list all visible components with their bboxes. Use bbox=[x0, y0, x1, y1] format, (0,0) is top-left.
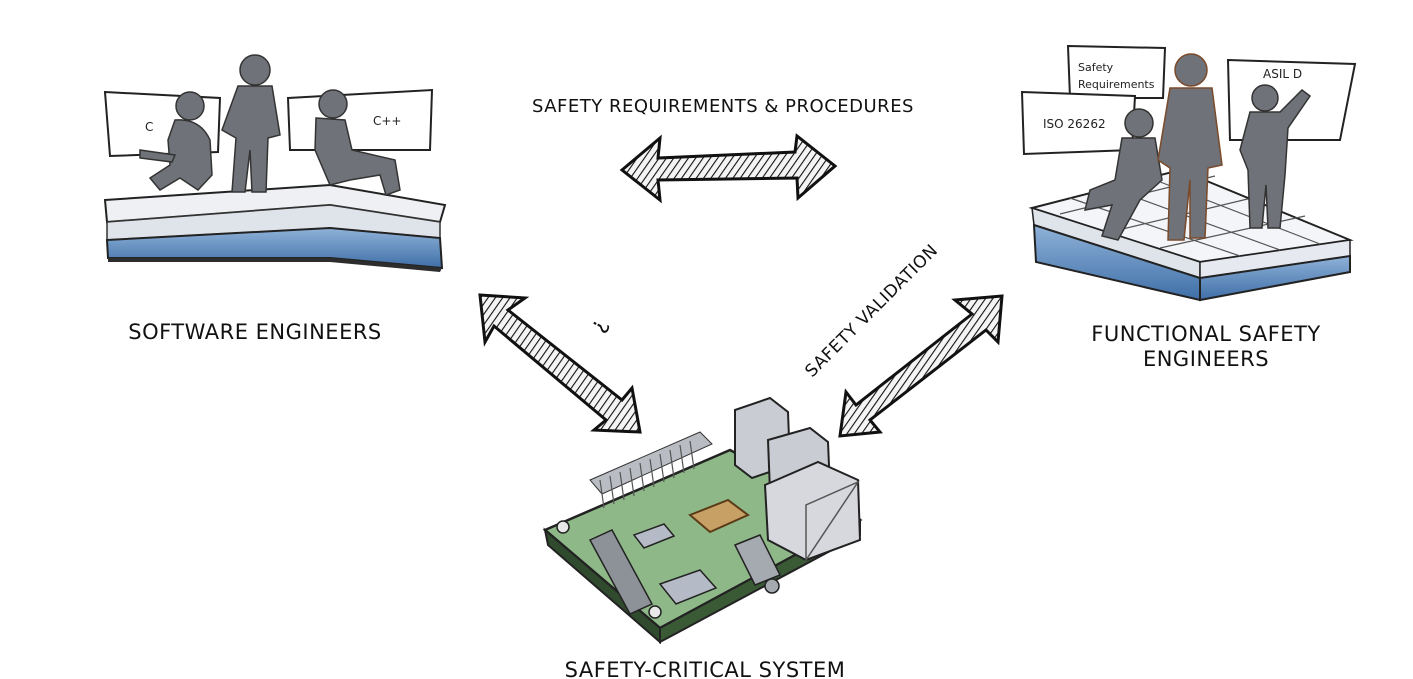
software-engineers-illustration: C C++ bbox=[103, 54, 447, 272]
person-silhouette bbox=[1239, 84, 1312, 229]
person-silhouette bbox=[1083, 108, 1163, 241]
circuit-board-illustration bbox=[542, 396, 863, 645]
processor-chip bbox=[688, 498, 750, 534]
safety-critical-system-label: SAFETY-CRITICAL SYSTEM bbox=[565, 658, 846, 679]
board-asil-label: ASIL D bbox=[1263, 67, 1302, 81]
mount-hole bbox=[556, 520, 662, 619]
ethernet-port bbox=[763, 460, 862, 563]
audio-jack bbox=[733, 534, 782, 594]
person-silhouette bbox=[139, 91, 213, 191]
person-silhouette bbox=[314, 89, 401, 196]
gpio-header bbox=[589, 431, 713, 509]
safety-req-line1: Safety bbox=[1078, 61, 1114, 74]
board-iso-label: ISO 26262 bbox=[1043, 117, 1106, 131]
hdmi-port bbox=[588, 529, 654, 615]
safety-req-line2: Requirements bbox=[1078, 78, 1155, 91]
functional-safety-label-line2: ENGINEERS bbox=[1143, 347, 1269, 371]
chip bbox=[632, 523, 718, 605]
software-engineers-label: SOFTWARE ENGINEERS bbox=[128, 320, 382, 344]
double-arrow-top bbox=[619, 133, 838, 204]
software-platform bbox=[103, 183, 447, 272]
board-c-label: C bbox=[145, 120, 153, 134]
double-arrow-left bbox=[478, 293, 642, 434]
functional-safety-illustration: Safety Requirements ISO 26262 ASIL D bbox=[1020, 44, 1357, 302]
person-silhouette bbox=[1157, 53, 1223, 241]
board-iso: ISO 26262 bbox=[1020, 90, 1137, 156]
board-cpp-label: C++ bbox=[373, 114, 402, 128]
functional-safety-label-line1: FUNCTIONAL SAFETY bbox=[1091, 322, 1320, 346]
board-cpp: C++ bbox=[286, 88, 434, 151]
board-safety-requirements: Safety Requirements bbox=[1066, 44, 1167, 99]
left-arrow-label: ? bbox=[585, 315, 613, 337]
double-arrow-right bbox=[838, 294, 1004, 438]
person-silhouette bbox=[221, 54, 281, 193]
top-arrow-label: SAFETY REQUIREMENTS & PROCEDURES bbox=[532, 96, 914, 117]
